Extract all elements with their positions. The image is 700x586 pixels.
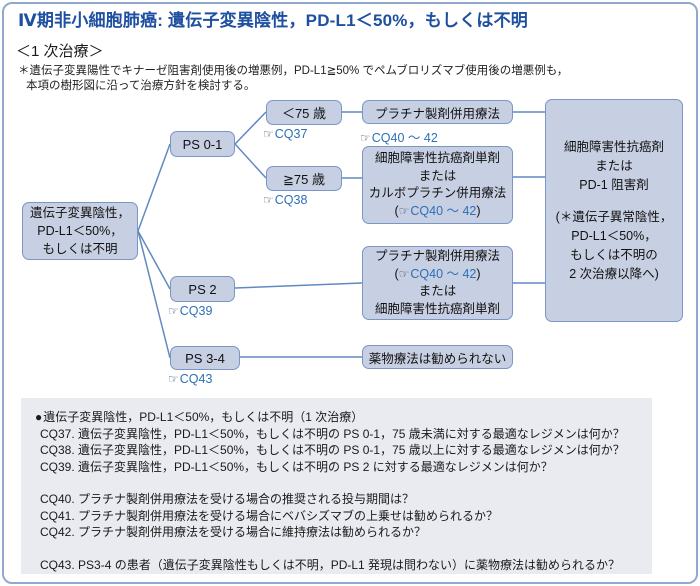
cq-ref-cq43[interactable]: ☞CQ43	[168, 372, 212, 386]
paren-close: )	[476, 266, 481, 281]
cq-ref-cq38[interactable]: ☞CQ38	[263, 193, 307, 207]
connector-root-ps2	[137, 230, 171, 290]
node-outcome-line: または	[595, 158, 633, 173]
node-ps0-1: PS 0-1	[170, 131, 235, 157]
node-outcome-line: PD-L1＜50%，	[571, 228, 657, 243]
node-outcome-line: 2 次治療以降へ)	[569, 266, 659, 281]
node-ps3-4: PS 3-4	[170, 346, 240, 370]
connector-ps01-over75	[234, 143, 267, 179]
cq-list-panel: ●遺伝子変異陰性，PD-L1＜50%，もしくは不明（1 次治療） CQ37. 遺…	[21, 398, 652, 574]
cq-ref-cq40-42-label: CQ40 ～ 42	[371, 131, 438, 145]
node-outcome-line: もしくは不明の	[570, 247, 658, 262]
cq-ref-inline-label: CQ40 ～ 42	[410, 266, 477, 281]
node-ps2-treatment: プラチナ製剤併用療法 (☞CQ40 ～ 42) または 細胞障害性抗癌剤単剤	[362, 246, 513, 320]
node-outcome-line: (＊遺伝子異常陰性，	[555, 209, 673, 224]
cq-ref-cq43-label: CQ43	[179, 372, 213, 386]
node-ps2: PS 2	[170, 276, 235, 302]
cq-panel-heading-text: 遺伝子変異陰性，PD-L1＜50%，もしくは不明（1 次治療）	[43, 410, 364, 424]
node-over-75: ≧75 歳	[266, 166, 342, 191]
spacer	[35, 475, 638, 491]
pointing-hand-icon: ☞	[360, 131, 371, 145]
node-ps2-treatment-line1: プラチナ製剤併用療法	[374, 249, 500, 263]
cq-ref-cq37[interactable]: ☞CQ37	[263, 127, 307, 141]
pointing-hand-icon: ☞	[263, 193, 274, 207]
connector-ps01-under75	[234, 111, 267, 145]
pointing-hand-icon: ☞	[398, 266, 410, 281]
node-cytotoxic-line1: 細胞障害性抗癌剤単剤	[374, 151, 500, 165]
node-root-line3: もしくは不明	[42, 242, 118, 256]
asterisk-marker: ＊	[18, 65, 30, 77]
node-ps2-treatment-line4: 細胞障害性抗癌剤単剤	[374, 301, 500, 316]
cq-item-cq43: CQ43. PS3-4 の患者（遺伝子変異陰性もしくは不明，PD-L1 発現は問…	[40, 557, 621, 572]
node-no-pharmacotherapy: 薬物療法は勧められない	[362, 345, 513, 369]
cq-ref-cq37-label: CQ37	[274, 127, 308, 141]
connector-root-ps34	[137, 230, 171, 359]
bullet-icon: ●	[35, 410, 43, 424]
footnote-line2: 本項の樹形図に沿って治療方針を検討する。	[26, 80, 256, 92]
pointing-hand-icon: ☞	[168, 304, 179, 318]
paren-open: (	[394, 266, 399, 281]
cq-item-cq38: CQ38. 遺伝子変異陰性，PD-L1＜50%，もしくは不明の PS 0-1，7…	[40, 443, 625, 457]
pointing-hand-icon: ☞	[398, 203, 410, 218]
cq-ref-cq38-label: CQ38	[274, 193, 308, 207]
spacer	[35, 541, 638, 557]
cq-ref-inline-cq40-42[interactable]: (☞CQ40 ～ 42)	[394, 203, 480, 221]
cq-panel-heading: ●遺伝子変異陰性，PD-L1＜50%，もしくは不明（1 次治療）	[35, 409, 638, 426]
page-title: Ⅳ期非小細胞肺癌: 遺伝子変異陰性，PD-L1＜50%，もしくは不明	[18, 11, 529, 30]
node-root-line2: PD-L1＜50%，	[37, 224, 123, 238]
cq-item-cq37: CQ37. 遺伝子変異陰性，PD-L1＜50%，もしくは不明の PS 0-1，7…	[40, 426, 625, 441]
connector-ps2-result	[234, 282, 363, 289]
cq-item-cq42: CQ42. プラチナ製剤併用療法を受ける場合に維持療法は勧められるか？	[40, 525, 427, 539]
footnote: ＊遺伝子変異陽性でキナーゼ阻害剤使用後の増悪例，PD-L1≧50% でペムブロリ…	[18, 64, 678, 94]
node-cytotoxic-or-carboplatin: 細胞障害性抗癌剤単剤 または カルボプラチン併用療法 (☞CQ40 ～ 42)	[362, 146, 513, 224]
node-cytotoxic-line3: カルボプラチン併用療法	[368, 186, 507, 200]
pointing-hand-icon: ☞	[263, 127, 274, 141]
cq-item-cq39: CQ39. 遺伝子変異陰性，PD-L1＜50%，もしくは不明の PS 2 に対す…	[40, 459, 553, 474]
node-outcome-line: PD-1 阻害剤	[579, 177, 649, 192]
connector-root-ps01	[137, 143, 171, 232]
cq-ref-cq40-42[interactable]: ☞CQ40 ～ 42	[360, 127, 438, 146]
node-cytotoxic-line2: または	[418, 168, 457, 183]
node-outcome-group2: (＊遺伝子異常陰性， PD-L1＜50%， もしくは不明の 2 次治療以降へ)	[556, 208, 673, 284]
node-outcome-line: 細胞障害性抗癌剤	[563, 139, 664, 154]
node-outcome: 細胞障害性抗癌剤 または PD-1 阻害剤 (＊遺伝子異常陰性， PD-L1＜5…	[545, 99, 683, 322]
paren-open: (	[394, 203, 399, 218]
cq-ref-inline-label: CQ40 ～ 42	[410, 203, 477, 218]
pointing-hand-icon: ☞	[168, 372, 179, 386]
section-subtitle: ＜1 次治療＞	[16, 43, 104, 60]
node-platinum-combo: プラチナ製剤併用療法	[362, 100, 513, 124]
footnote-line1: ＊遺伝子変異陽性でキナーゼ阻害剤使用後の増悪例，PD-L1≧50% でペムブロリ…	[18, 64, 678, 79]
cq-item-cq40: CQ40. プラチナ製剤併用療法を受ける場合の推奨される投与期間は？	[40, 492, 415, 506]
node-outcome-group1: 細胞障害性抗癌剤 または PD-1 阻害剤	[564, 138, 664, 195]
cq-ref-cq39-label: CQ39	[179, 304, 213, 318]
cq-item-cq41: CQ41. プラチナ製剤併用療法を受ける場合にベバシズマブの上乗せは勧められるか…	[40, 508, 499, 523]
paren-close: )	[476, 203, 481, 218]
cq-ref-cq39[interactable]: ☞CQ39	[168, 304, 212, 318]
node-root: 遺伝子変異陰性， PD-L1＜50%， もしくは不明	[22, 202, 138, 260]
node-under-75: ＜75 歳	[266, 100, 342, 125]
node-root-line1: 遺伝子変異陰性，	[29, 206, 130, 220]
node-ps2-treatment-line3: または	[418, 284, 457, 298]
footnote-text1: 遺伝子変異陽性でキナーゼ阻害剤使用後の増悪例，PD-L1≧50% でペムブロリズ…	[29, 65, 569, 77]
cq-ref-inline-cq40-42-ps2[interactable]: (☞CQ40 ～ 42)	[394, 266, 480, 284]
